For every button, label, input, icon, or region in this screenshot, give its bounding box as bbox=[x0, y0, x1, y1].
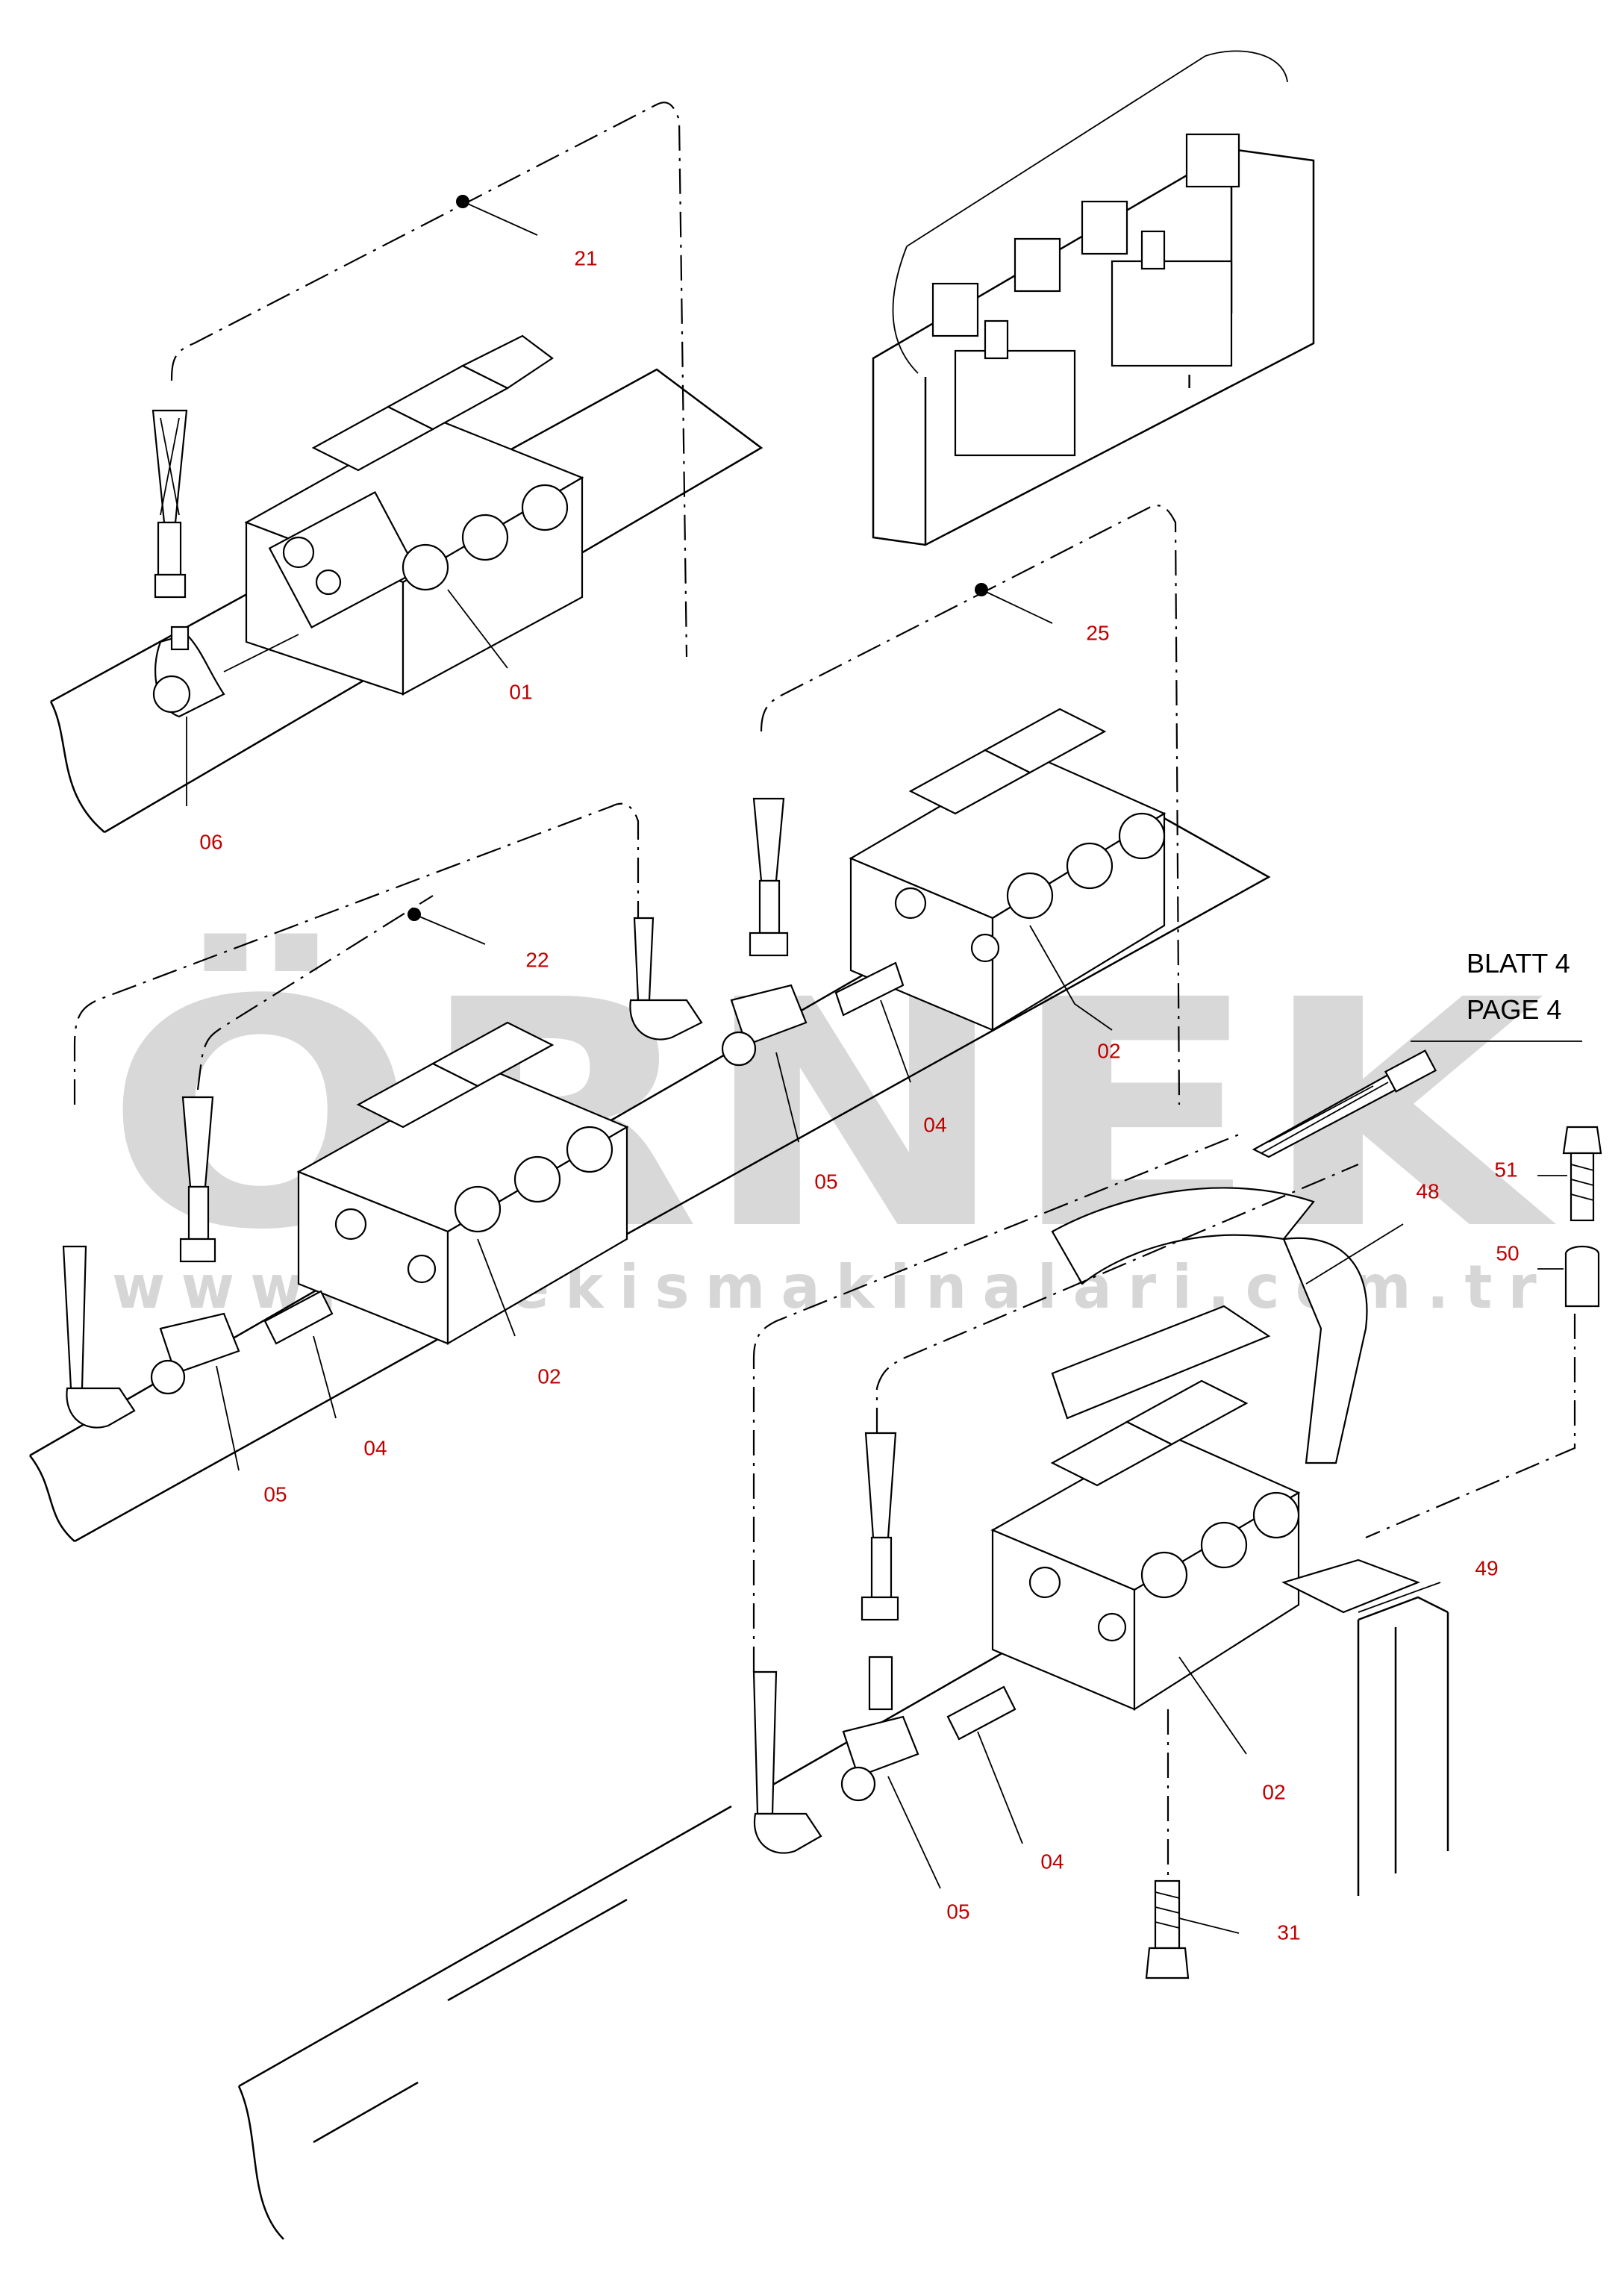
valve-block-01 bbox=[244, 334, 584, 696]
callout-21: 21 bbox=[574, 246, 597, 269]
callout-04-bottom: 04 bbox=[1040, 1850, 1064, 1873]
callout-51: 51 bbox=[1494, 1158, 1517, 1181]
fitting-06 bbox=[152, 625, 299, 718]
callout-02-upper: 02 bbox=[1097, 1039, 1120, 1062]
fittings-bottom bbox=[752, 1432, 1016, 1854]
fittings-middle-left bbox=[62, 1096, 334, 1429]
rail-bottom bbox=[237, 1644, 1016, 2240]
overview-inset: I bbox=[872, 50, 1315, 546]
fittings-middle-right bbox=[629, 797, 905, 1067]
callout-22: 22 bbox=[525, 948, 549, 971]
callout-02-bottom: 02 bbox=[1262, 1780, 1285, 1803]
callout-02-lower: 02 bbox=[537, 1364, 560, 1388]
valve-block-02-lower bbox=[296, 1021, 629, 1345]
callout-01: 01 bbox=[509, 680, 532, 703]
sheet-ref-line1: BLATT 4 bbox=[1467, 948, 1570, 979]
hose-to-page-4 bbox=[1252, 1049, 1437, 1158]
center-lines bbox=[73, 102, 1576, 1881]
valve-block-02-bottom bbox=[990, 1379, 1301, 1712]
inset-marker: I bbox=[1187, 370, 1192, 393]
valve-block-02-upper bbox=[849, 708, 1167, 1032]
bolt-31 bbox=[1145, 1879, 1190, 1979]
bracket-48 bbox=[1051, 1187, 1368, 1464]
hose-01 bbox=[152, 409, 188, 599]
frame-49 bbox=[1281, 1558, 1449, 1896]
callout-50: 50 bbox=[1496, 1241, 1519, 1264]
callout-06: 06 bbox=[199, 830, 222, 853]
callout-05-lower: 05 bbox=[263, 1482, 287, 1505]
leader-lines bbox=[186, 195, 1582, 1934]
callout-31: 31 bbox=[1277, 1921, 1300, 1944]
bolt-51 bbox=[1562, 1126, 1602, 1222]
callout-05-bottom: 05 bbox=[946, 1900, 969, 1923]
sheet-ref-line2: PAGE 4 bbox=[1467, 994, 1561, 1025]
callout-48: 48 bbox=[1416, 1179, 1439, 1202]
callout-49: 49 bbox=[1475, 1556, 1498, 1579]
callout-04-lower: 04 bbox=[363, 1436, 387, 1459]
sleeve-50 bbox=[1564, 1245, 1600, 1308]
callout-25: 25 bbox=[1086, 621, 1109, 644]
callout-05-upper: 05 bbox=[814, 1170, 837, 1193]
callout-04-upper: 04 bbox=[923, 1113, 946, 1136]
